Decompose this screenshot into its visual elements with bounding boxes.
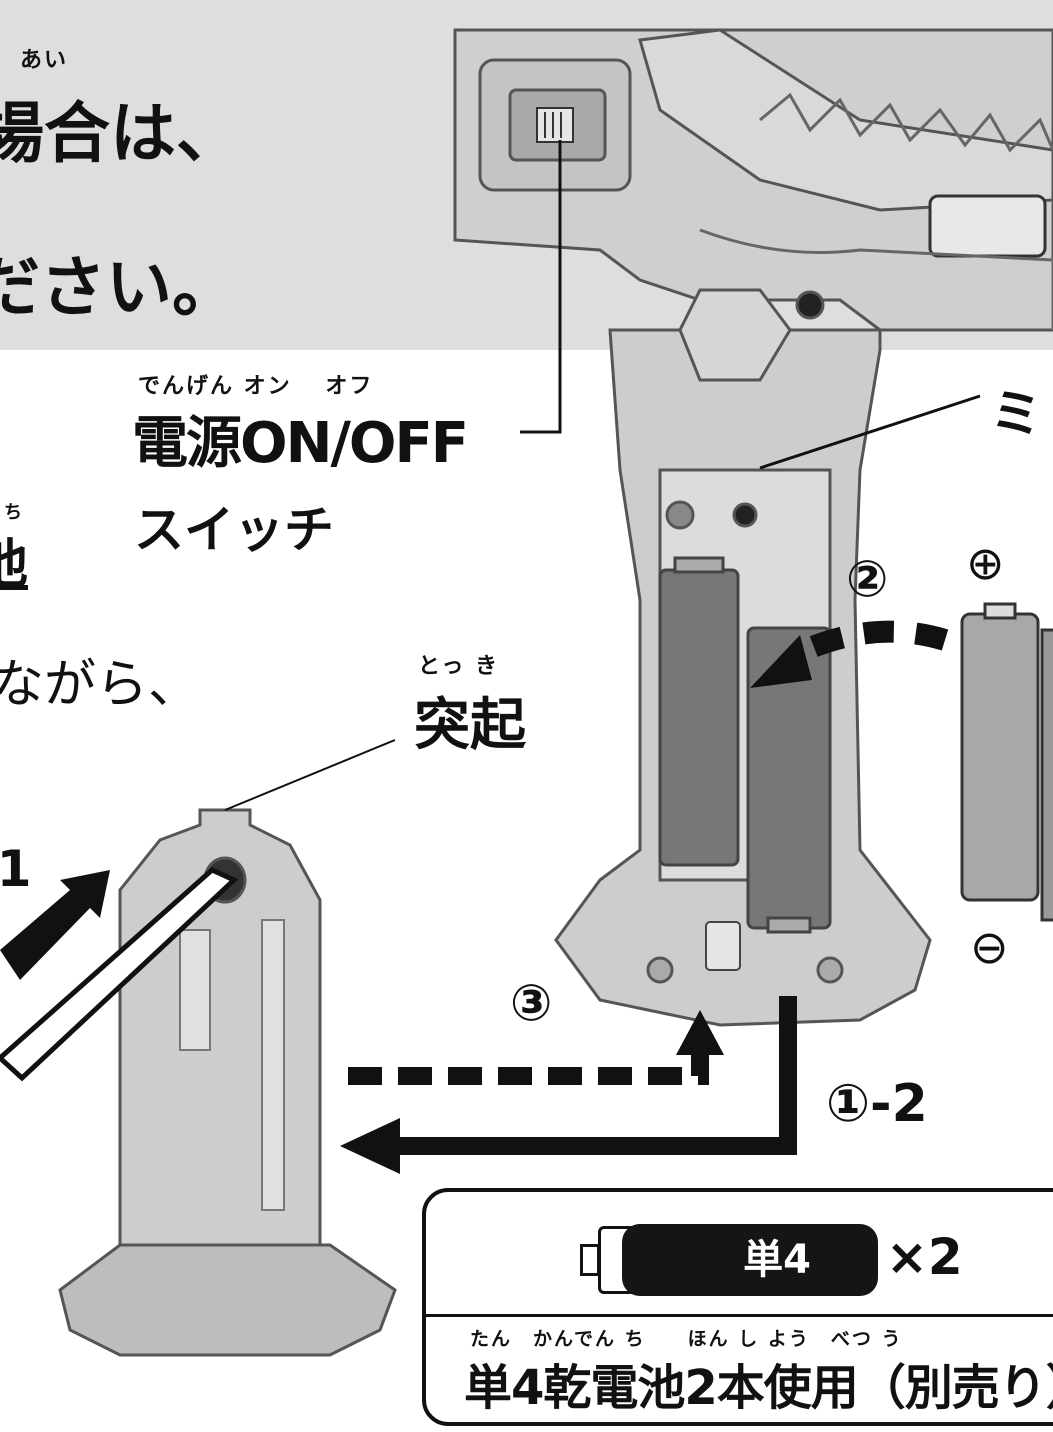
heading-line-1: 場合は、 bbox=[0, 95, 242, 172]
box-divider bbox=[426, 1314, 1053, 1317]
protrusion-label: 突起 bbox=[414, 693, 526, 758]
left-furigana: ち bbox=[4, 502, 24, 523]
arrow-step3 bbox=[348, 1040, 709, 1085]
installed-batteries bbox=[658, 556, 832, 934]
minus-symbol: ⊖ bbox=[970, 920, 1009, 974]
power-switch-label: 電源ON/OFF bbox=[132, 411, 469, 476]
step-1-2-marker: ①-2 bbox=[826, 1074, 928, 1134]
step-2-marker: ② bbox=[846, 550, 889, 608]
right-partial-char: ミ bbox=[990, 385, 1043, 445]
pointer-stick bbox=[0, 867, 239, 1082]
left-partial-char: 池 bbox=[0, 535, 29, 595]
battery-count: ×2 bbox=[886, 1228, 963, 1286]
battery-type-label: 単4 bbox=[743, 1237, 811, 1283]
loose-batteries bbox=[960, 602, 1053, 922]
power-switch-furigana: でんげん オン オフ bbox=[138, 374, 374, 399]
toy-upper-body bbox=[453, 28, 1053, 332]
toy-grip bbox=[554, 288, 932, 1027]
battery-note: 単4乾電池2本使用（別売り） bbox=[464, 1360, 1053, 1416]
battery-note-furigana: たん かんでん ち ほん し よう べつ う bbox=[470, 1328, 903, 1350]
step-3-marker: ③ bbox=[510, 974, 553, 1032]
battery-icon-terminal bbox=[580, 1244, 600, 1276]
battery-cover bbox=[58, 808, 397, 1357]
left-partial-line: ながら、 bbox=[0, 655, 201, 715]
battery-info-box: 単4 ×2 たん かんでん ち ほん し よう べつ う 単4乾電池2本使用（別… bbox=[422, 1188, 1053, 1426]
power-switch-label-2: スイッチ bbox=[134, 501, 334, 559]
heading-furigana: あい bbox=[20, 48, 69, 73]
arrow-step2 bbox=[805, 620, 949, 659]
step1-1-fragment: -1 bbox=[0, 840, 32, 898]
battery-icon: 単4 bbox=[622, 1224, 878, 1296]
leader-lines bbox=[224, 140, 981, 811]
arrow-step1-1 bbox=[0, 870, 110, 980]
heading-line-2: ださい。 bbox=[0, 249, 238, 326]
arrow-step1-2 bbox=[380, 996, 797, 1155]
protrusion-furigana: とっ き bbox=[418, 654, 499, 679]
plus-symbol: ⊕ bbox=[966, 536, 1005, 590]
power-switch-slider bbox=[536, 107, 574, 143]
